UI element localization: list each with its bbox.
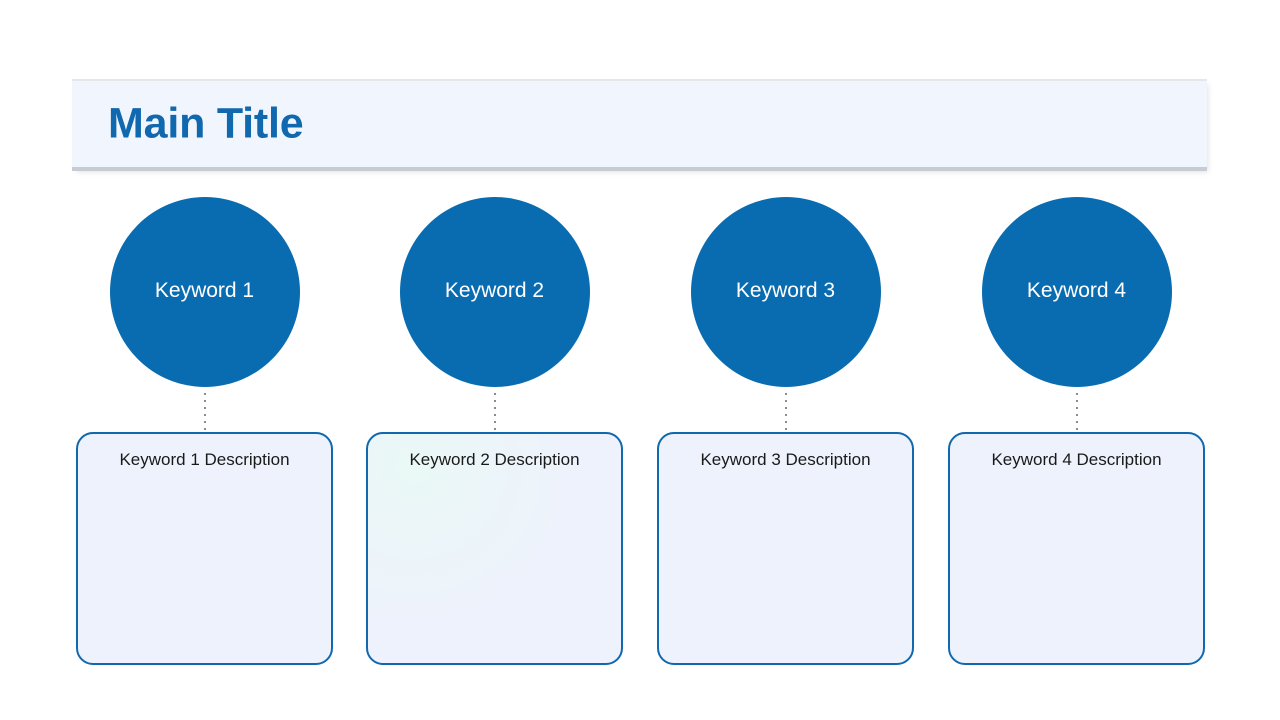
description-label: Keyword 2 Description (409, 450, 580, 469)
description-box-4[interactable]: Keyword 4 Description (948, 432, 1205, 665)
keyword-circle-3[interactable]: Keyword 3 (690, 197, 881, 387)
dotted-connector-icon (1075, 393, 1078, 433)
description-label: Keyword 3 Description (700, 450, 871, 469)
keyword-circle-4[interactable]: Keyword 4 (981, 197, 1172, 387)
keyword-circle-label: Keyword 1 (154, 278, 255, 302)
keyword-column: Keyword 1 Keyword 1 Description (76, 0, 333, 720)
keyword-circle-label: Keyword 4 (1026, 278, 1127, 302)
dotted-connector-icon (493, 393, 496, 433)
keyword-circle-label: Keyword 2 (444, 278, 545, 302)
title-banner: Main Title (72, 79, 1207, 171)
dotted-connector-icon (203, 393, 206, 433)
description-label: Keyword 1 Description (119, 450, 290, 469)
keyword-column: Keyword 2 Keyword 2 Description (366, 0, 623, 720)
keyword-column: Keyword 3 Keyword 3 Description (657, 0, 914, 720)
description-box-1[interactable]: Keyword 1 Description (76, 432, 333, 665)
description-label: Keyword 4 Description (991, 450, 1162, 469)
page-title: Main Title (108, 99, 304, 148)
description-box-2[interactable]: Keyword 2 Description (366, 432, 623, 665)
keyword-circle-1[interactable]: Keyword 1 (109, 197, 300, 387)
description-box-3[interactable]: Keyword 3 Description (657, 432, 914, 665)
keyword-circle-label: Keyword 3 (735, 278, 836, 302)
keyword-circle-2[interactable]: Keyword 2 (399, 197, 590, 387)
dotted-connector-icon (784, 393, 787, 433)
keyword-column: Keyword 4 Keyword 4 Description (948, 0, 1205, 720)
